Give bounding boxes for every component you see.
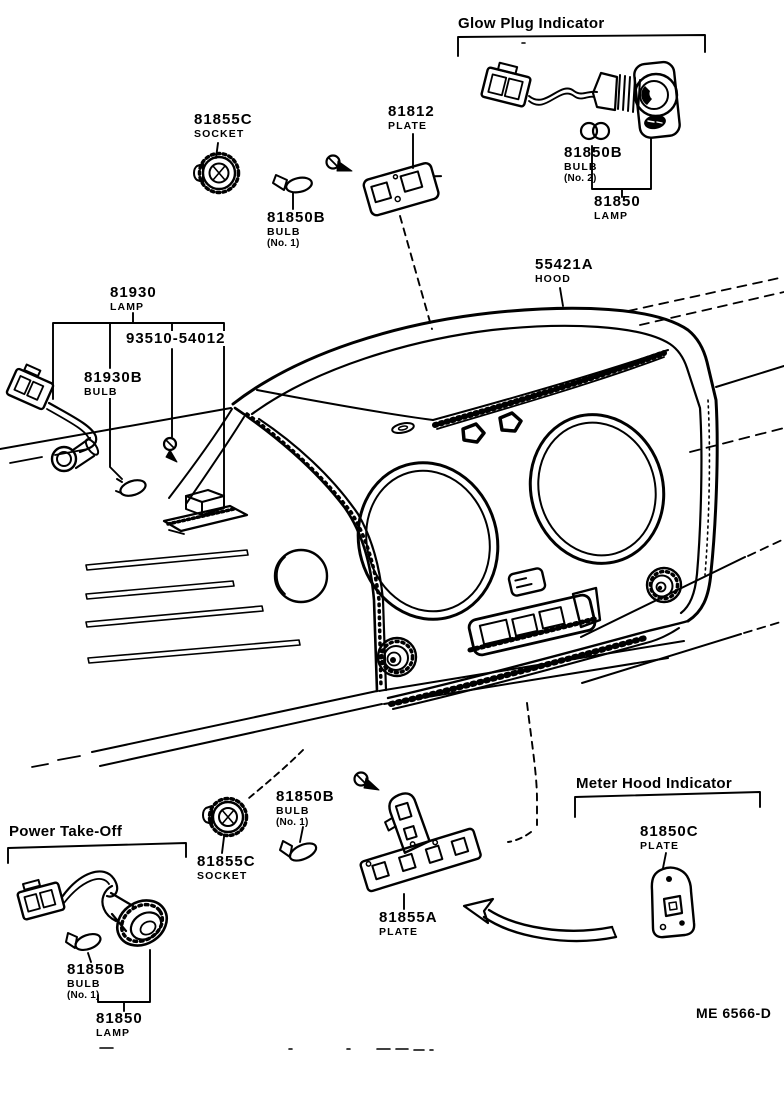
part-note: (No. 1) bbox=[276, 816, 309, 828]
group-title-glow-plug-indicator: Glow Plug Indicator bbox=[458, 15, 605, 32]
label-bulb-81850b-mid: 81850B BULB (No. 1) bbox=[276, 789, 335, 828]
left-gauge-opening bbox=[356, 461, 500, 621]
label-bulb-81930b: 81930B BULB bbox=[82, 370, 145, 398]
bulb-81850b-mid-drawing bbox=[279, 840, 318, 862]
screw-93510-drawing bbox=[162, 436, 178, 463]
socket-81855c-bottom-drawing bbox=[202, 796, 249, 838]
part-desc: SOCKET bbox=[194, 128, 245, 140]
part-desc: PLATE bbox=[640, 840, 680, 852]
part-number: 81850B bbox=[67, 961, 126, 978]
plate-81812-drawing bbox=[362, 161, 443, 217]
label-bulb-81850b-top: 81850B BULB (No. 1) bbox=[267, 210, 326, 249]
label-bulb-81850b-pto: 81850B BULB (No. 1) bbox=[67, 962, 126, 1001]
connector bbox=[480, 61, 532, 108]
part-desc: LAMP bbox=[594, 210, 629, 222]
part-number: 81930B bbox=[84, 369, 143, 386]
part-desc: HOOD bbox=[535, 273, 571, 285]
part-number: 81855C bbox=[194, 111, 253, 128]
connector bbox=[5, 363, 55, 411]
part-number: 81850C bbox=[640, 823, 699, 840]
part-desc: LAMP bbox=[110, 301, 145, 313]
glow-plug-lamp-drawing bbox=[480, 60, 681, 141]
part-number: 81850B bbox=[564, 144, 623, 161]
label-plate-81855a: 81855A PLATE bbox=[379, 910, 438, 938]
label-screw-93510-54012: 93510-54012 bbox=[124, 330, 228, 347]
part-number: 93510-54012 bbox=[126, 330, 226, 347]
power-take-off-lamp-drawing bbox=[16, 870, 168, 952]
label-socket-81855c-bottom: 81855C SOCKET bbox=[197, 854, 256, 882]
part-number: 55421A bbox=[535, 256, 594, 273]
lamp-81930-drawing bbox=[5, 363, 100, 473]
plate-81850c-drawing bbox=[650, 866, 696, 939]
meter-hood-arrow-drawing bbox=[462, 897, 618, 943]
part-note: (No. 1) bbox=[267, 237, 300, 249]
part-desc: BULB bbox=[84, 386, 118, 398]
arrow-marking-right bbox=[498, 411, 523, 433]
group-title-meter-hood-indicator: Meter Hood Indicator bbox=[576, 775, 733, 792]
label-socket-81855c-top: 81855C SOCKET bbox=[194, 112, 253, 140]
socket-81855c-top-drawing bbox=[193, 151, 241, 195]
label-plate-81850c: 81850C PLATE bbox=[640, 824, 699, 852]
connector bbox=[16, 878, 66, 921]
label-hood-55421a: 55421A HOOD bbox=[535, 257, 594, 285]
leader-lines-and-brackets bbox=[7, 34, 761, 1012]
meter-hood-drawing bbox=[231, 306, 719, 693]
right-gauge-opening bbox=[528, 413, 666, 565]
part-number: 81930 bbox=[110, 284, 157, 301]
arrow-marking-left bbox=[461, 422, 486, 444]
bulb-no2 bbox=[579, 121, 611, 141]
group-title-power-take-off: Power Take-Off bbox=[9, 823, 123, 840]
plate-81855a-drawing bbox=[359, 792, 482, 893]
part-number: 81850B bbox=[267, 209, 326, 226]
bulb-81930b-drawing bbox=[115, 478, 147, 497]
part-number: 81812 bbox=[388, 103, 435, 120]
switch-opening bbox=[507, 567, 547, 597]
part-desc: BULB bbox=[67, 978, 101, 990]
part-note: (No. 1) bbox=[67, 989, 100, 1001]
lamp-housing-drawing bbox=[162, 488, 249, 535]
part-desc: BULB bbox=[564, 161, 598, 173]
drawing-code: ME 6566-D bbox=[696, 1005, 772, 1021]
part-number: 81855C bbox=[197, 853, 256, 870]
label-lamp-81930: 81930 LAMP bbox=[110, 285, 157, 313]
screw-top-drawing bbox=[325, 154, 353, 172]
label-lamp-81850-pto: 81850 LAMP bbox=[96, 1011, 143, 1039]
part-number: 81855A bbox=[379, 909, 438, 926]
part-desc: PLATE bbox=[388, 120, 428, 132]
bulb-pto bbox=[65, 932, 102, 952]
label-bulb-81850b-glow: 81850B BULB (No. 2) bbox=[564, 145, 623, 184]
part-number: 81850 bbox=[96, 1010, 143, 1027]
label-plate-81812: 81812 PLATE bbox=[388, 104, 435, 132]
part-note: (No. 2) bbox=[564, 172, 597, 184]
part-desc: BULB bbox=[267, 226, 301, 238]
dash-panel-drawing bbox=[0, 42, 784, 1051]
right-knob bbox=[645, 566, 683, 604]
bulb-81850b-top-drawing bbox=[272, 174, 313, 194]
bezel-drawing bbox=[356, 349, 690, 710]
label-lamp-81850-glow: 81850 LAMP bbox=[594, 194, 641, 222]
part-desc: LAMP bbox=[96, 1027, 131, 1039]
part-desc: PLATE bbox=[379, 926, 419, 938]
part-desc: BULB bbox=[276, 805, 310, 817]
part-number: 81850B bbox=[276, 788, 335, 805]
left-knob bbox=[376, 636, 418, 678]
part-number: 81850 bbox=[594, 193, 641, 210]
screw-bottom-drawing bbox=[353, 771, 380, 791]
part-desc: SOCKET bbox=[197, 870, 248, 882]
